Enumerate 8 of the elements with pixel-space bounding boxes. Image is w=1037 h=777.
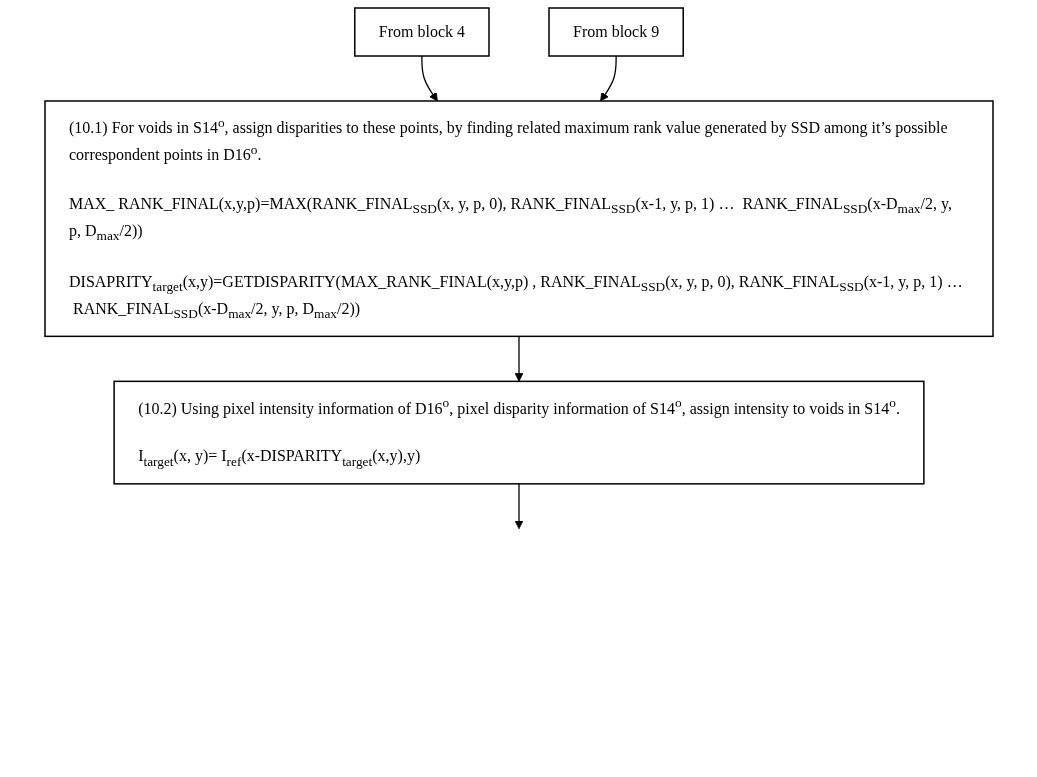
node-box: From block 4 [353, 7, 490, 57]
node-box: (10.2) Using pixel intensity information of D16$^{o}$, pixel disparity information of S14$^{o}$, assign intensity to voids in S14$^{o}$. I$_{target}$(x, y)= I$_{ref}$(x-DISPARITY$_{target}$(x,y),y) [112, 380, 925, 485]
arrow [420, 55, 438, 102]
arrow [599, 55, 617, 102]
arrow [514, 335, 523, 382]
node-box: From block 9 [547, 7, 684, 57]
node-box: (10.1) For voids in S14$^{o}$, assign disparities to these points, by finding related maximum rank value generated by SSD among it’s possible correspondent points in D16$^{o}$. MAX_ RANK_FINAL(x,y,p)=MAX(RANK_FINAL$_{SSD}$(x, y, p, 0), RANK_FINAL$_{SSD}$(x-1, y, p, 1) … RANK_FINAL$_{SSD}$(x-D$_{max}$/2, y, p, D$_{max}$/2)) DISAPRITY$_{target}$(x,y)=GETDISPARITY(MAX_RANK_FINAL(x,y,p) , RANK_FINAL$_{SSD}$(x, y, p, 0), RANK_FINAL$_{SSD}$(x-1, y, p, 1) … RANK_FINAL$_{SSD}$(x-D$_{max}$/2, y, p, D$_{max}$/2)) [43, 100, 994, 338]
arrow [514, 483, 523, 530]
